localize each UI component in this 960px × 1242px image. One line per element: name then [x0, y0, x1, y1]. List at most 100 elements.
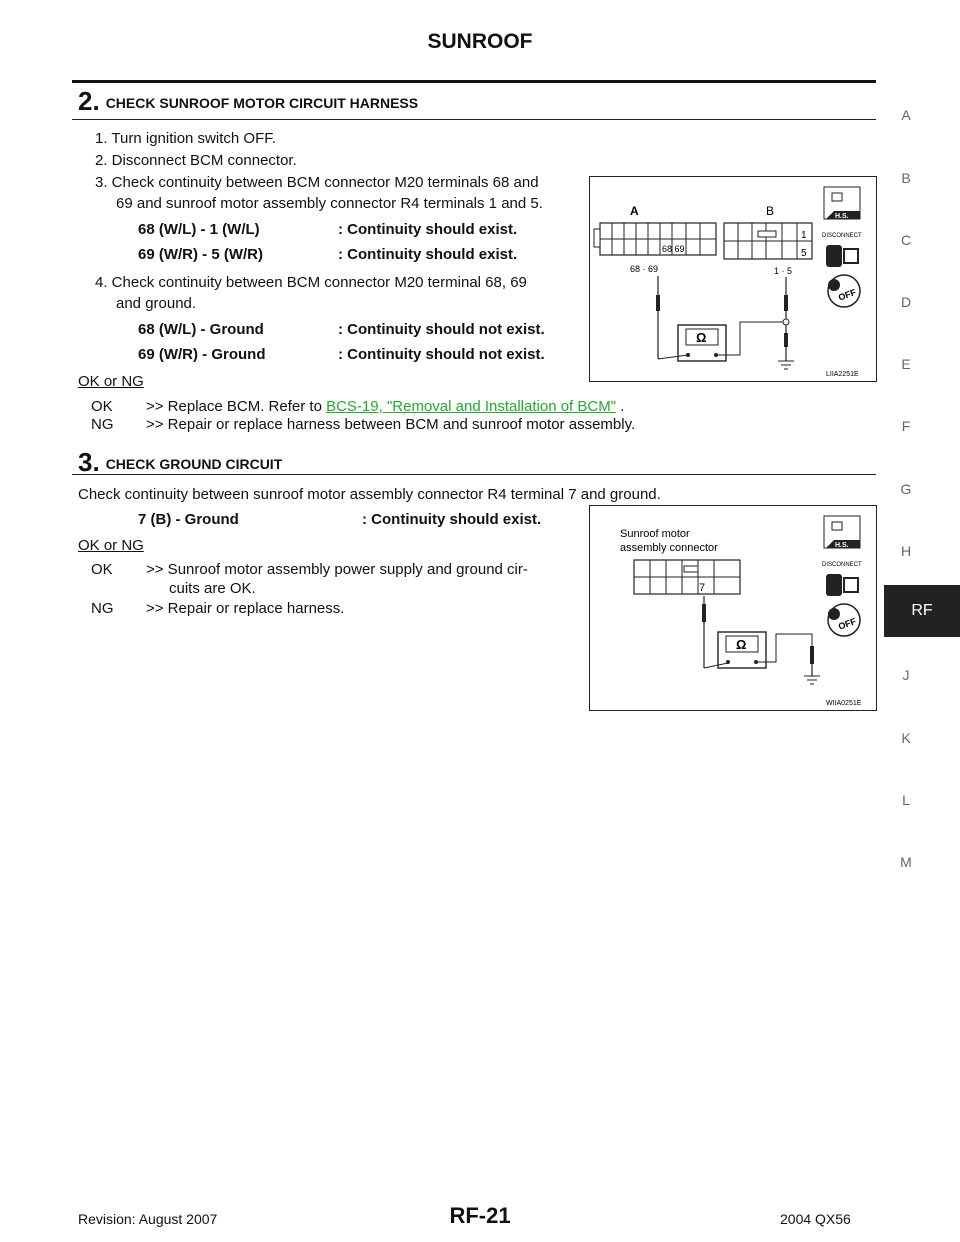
- spec-lhs: 7 (B) - Ground: [138, 511, 239, 528]
- result-text: >> Repair or replace harness between BCM…: [146, 416, 636, 433]
- ok-or-ng-label: OK or NG: [78, 537, 144, 554]
- ignition-off-icon: OFF: [827, 274, 861, 308]
- step-3-rule: [72, 474, 876, 475]
- section-index-rf-active[interactable]: RF: [884, 585, 960, 637]
- figure-caption-line-2: assembly connector: [620, 542, 718, 554]
- step-2-number: 2.: [78, 86, 100, 116]
- probe-ground: [784, 333, 788, 347]
- spec-rhs: : Continuity should exist.: [362, 511, 542, 528]
- result-row-ng: NG >> Repair or replace harness between …: [91, 415, 711, 435]
- step-2-item-2: 2. Disconnect BCM connector.: [95, 152, 297, 169]
- step-3-title-text: CHECK GROUND CIRCUIT: [105, 456, 283, 472]
- connector-b: 1 5: [723, 222, 813, 260]
- section-index-a[interactable]: A: [901, 107, 911, 123]
- header-rule: [72, 80, 876, 83]
- ohm-icon: Ω: [696, 330, 706, 345]
- section-index-b[interactable]: B: [901, 170, 911, 186]
- result-key: OK: [91, 561, 113, 578]
- svg-text:H.S.: H.S.: [835, 542, 849, 549]
- step-2-title: 2.CHECK SUNROOF MOTOR CIRCUIT HARNESS: [78, 86, 418, 117]
- spec-row: 69 (W/R) - 5 (W/R) : Continuity should e…: [138, 246, 588, 268]
- step-3-number: 3.: [78, 447, 100, 477]
- probe-ground: [810, 646, 814, 664]
- disconnect-icon: DISCONNECT: [822, 562, 862, 568]
- spec-lhs: 68 (W/L) - Ground: [138, 321, 264, 338]
- spec-rhs: : Continuity should not exist.: [338, 346, 545, 363]
- bcs-19-link[interactable]: BCS-19, "Removal and Installation of BCM…: [326, 398, 617, 415]
- spec-rhs: : Continuity should exist.: [338, 221, 518, 238]
- figure-ground-circuit: Sunroof motor assembly connector 7 Ω: [589, 505, 877, 711]
- spec-row: 69 (W/R) - Ground : Continuity should no…: [138, 346, 588, 368]
- spec-lhs: 68 (W/L) - 1 (W/L): [138, 221, 260, 238]
- svg-text:H.S.: H.S.: [835, 213, 849, 220]
- result-text: >> Repair or replace harness.: [146, 600, 345, 617]
- result-key: OK: [91, 398, 113, 415]
- section-index-e[interactable]: E: [901, 356, 911, 372]
- section-index-c[interactable]: C: [900, 232, 912, 248]
- step-2-rule: [72, 119, 876, 120]
- harness-diagram: A B 68 69 1 5 68 · 69 1 · 5: [593, 186, 862, 378]
- footer-revision: Revision: August 2007: [78, 1211, 218, 1227]
- connector-plug-icon: [826, 245, 859, 267]
- connector-b-pin-bottom: 5: [801, 248, 807, 259]
- page-title: SUNROOF: [427, 30, 533, 53]
- probe-b-label: 1 · 5: [774, 266, 792, 276]
- spec-rhs: : Continuity should not exist.: [338, 321, 545, 338]
- connector-a: 68 69: [593, 222, 717, 256]
- result-key: NG: [91, 416, 114, 433]
- step-2-item-4: 4. Check continuity between BCM connecto…: [95, 274, 527, 291]
- spec-row: 68 (W/L) - 1 (W/L) : Continuity should e…: [138, 221, 588, 243]
- connector-b-label: B: [766, 204, 774, 218]
- connector-a-pins: 68 69: [662, 244, 685, 254]
- motor-connector: 7: [633, 559, 741, 595]
- step-2-item-4-cont: and ground.: [116, 295, 197, 312]
- section-index-k[interactable]: K: [901, 730, 911, 746]
- section-index-j[interactable]: J: [902, 667, 910, 683]
- step-3-title: 3. CHECK GROUND CIRCUIT: [78, 447, 282, 478]
- step-2-item-3-cont: 69 and sunroof motor assembly connector …: [116, 195, 543, 212]
- step-2-item-3: 3. Check continuity between BCM connecto…: [95, 174, 539, 191]
- ok-or-ng-label: OK or NG: [78, 373, 144, 390]
- probe-a: [656, 295, 660, 311]
- disconnect-icon: DISCONNECT: [822, 233, 862, 239]
- section-index-m[interactable]: M: [900, 854, 912, 870]
- motor-connector-pin: 7: [699, 582, 705, 594]
- section-index-g[interactable]: G: [900, 481, 912, 497]
- hs-icon: H.S.: [823, 186, 861, 220]
- step-2-item-1: 1. Turn ignition switch OFF.: [95, 130, 276, 147]
- spec-row: 68 (W/L) - Ground : Continuity should no…: [138, 321, 588, 343]
- probe-terminal: [702, 604, 706, 622]
- section-index-h[interactable]: H: [900, 543, 912, 559]
- spec-lhs: 69 (W/R) - 5 (W/R): [138, 246, 263, 263]
- result-after: .: [616, 398, 625, 415]
- footer-model: 2004 QX56: [780, 1211, 851, 1227]
- probe-b: [784, 295, 788, 311]
- figure-caption-line-1: Sunroof motor: [620, 528, 690, 540]
- result-row-ng: NG >> Repair or replace harness.: [91, 599, 591, 619]
- spec-lhs: 69 (W/R) - Ground: [138, 346, 266, 363]
- probe-a-label: 68 · 69: [630, 264, 658, 274]
- ignition-off-icon: OFF: [827, 603, 861, 637]
- connector-a-label: A: [630, 204, 639, 218]
- result-text-cont: cuits are OK.: [169, 580, 256, 597]
- ground-diagram: Sunroof motor assembly connector 7 Ω: [620, 515, 862, 707]
- hs-icon: H.S.: [823, 515, 861, 549]
- section-index-l[interactable]: L: [902, 792, 910, 808]
- spec-rhs: : Continuity should exist.: [338, 246, 518, 263]
- result-key: NG: [91, 600, 114, 617]
- figure-continuity-harness: A B 68 69 1 5 68 · 69 1 · 5: [589, 176, 877, 382]
- result-row-ok: OK >> Replace BCM. Refer to BCS-19, "Rem…: [91, 397, 711, 417]
- section-index-d[interactable]: D: [900, 294, 912, 310]
- ohmmeter: Ω: [717, 631, 767, 669]
- section-index-f[interactable]: F: [901, 418, 911, 434]
- result-row-ok: OK >> Sunroof motor assembly power suppl…: [91, 560, 591, 600]
- result-text: >> Replace BCM. Refer to: [146, 398, 327, 415]
- result-text: >> Sunroof motor assembly power supply a…: [146, 561, 528, 578]
- figure-code: WIIA0251E: [826, 700, 862, 707]
- connector-plug-icon: [826, 574, 859, 596]
- ohm-icon: Ω: [736, 637, 746, 652]
- figure-code: LIIA2251E: [826, 371, 859, 378]
- footer-page-number: RF-21: [449, 1203, 511, 1228]
- connector-b-pin-top: 1: [801, 230, 807, 241]
- step-3-intro: Check continuity between sunroof motor a…: [78, 486, 661, 503]
